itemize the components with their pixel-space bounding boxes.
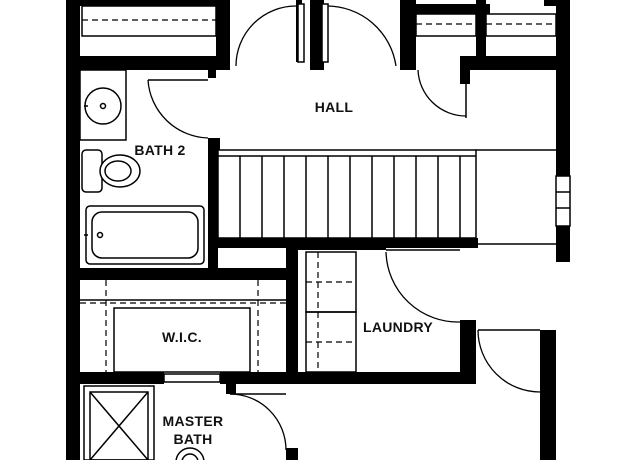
wic-shelf xyxy=(113,307,251,373)
wic-fixtures xyxy=(80,280,286,373)
room-labels: HALL BATH 2 W.I.C. LAUNDRY MASTER BATH xyxy=(134,99,433,447)
top-left-closet-shelf xyxy=(81,5,217,37)
masterbath-shower-inner xyxy=(89,391,149,460)
masterbath-shower-x2 xyxy=(89,391,149,460)
wall-top-middle xyxy=(310,0,324,70)
wall-wic-bottom xyxy=(80,372,164,384)
room-label-wic: W.I.C. xyxy=(162,329,202,345)
wall-top-right-closet-mid xyxy=(476,0,486,62)
walls xyxy=(66,0,570,460)
room-label-masterbath-line1: MASTER xyxy=(163,413,224,429)
stair-outline xyxy=(217,149,477,239)
door-hall-double-right xyxy=(325,5,397,67)
wall-laundry-right-top xyxy=(460,320,476,330)
wall-top-left-closet-bottom xyxy=(80,56,230,70)
wall-stair-bottom-right xyxy=(460,238,478,248)
wall-masterbath-right xyxy=(286,448,298,460)
room-label-hall: HALL xyxy=(315,99,354,115)
wall-top-right-closet-left xyxy=(400,0,416,70)
wall-top-right-corner xyxy=(544,0,556,6)
wall-top-right-closet-bottom xyxy=(460,56,556,70)
top-right-closet2-shelf xyxy=(485,13,557,37)
wall-laundry-right xyxy=(460,320,476,384)
masterbath-fixtures xyxy=(83,373,221,460)
laundry-fixtures xyxy=(305,251,357,373)
wall-top-right-closet-top xyxy=(400,4,490,14)
wall-bath2-bottom xyxy=(80,268,288,280)
room-label-laundry: LAUNDRY xyxy=(363,319,433,335)
bath2-tub-drain xyxy=(96,231,104,239)
door-hall-leaf-left xyxy=(297,3,305,63)
wall-top-left-closet xyxy=(80,0,230,6)
wall-wic-bottom-right xyxy=(220,372,298,384)
wall-top-stub xyxy=(208,60,216,78)
doors xyxy=(147,3,541,451)
wall-top-left-closet-right xyxy=(216,0,230,70)
door-laundry-swing xyxy=(385,251,461,323)
bath2-fixtures xyxy=(79,69,205,265)
wall-laundry-left xyxy=(286,244,298,384)
staircase xyxy=(217,149,571,245)
wall-masterbath-divider xyxy=(226,384,236,394)
wall-laundry-bottom xyxy=(286,372,460,384)
wall-top-right-stub xyxy=(460,56,470,84)
wall-bath2-right-upper xyxy=(208,138,218,270)
bath2-vanity xyxy=(79,69,127,141)
wall-laundry-top xyxy=(286,238,386,250)
bath2-toilet-seat xyxy=(104,160,132,182)
wall-bath2-top xyxy=(208,138,220,150)
wall-right-exterior-lower xyxy=(540,330,556,460)
door-masterbath-swing xyxy=(229,393,287,451)
masterbath-shower xyxy=(83,385,155,460)
door-top-right-closet-swing xyxy=(417,69,467,117)
bath2-toilet-tank xyxy=(81,149,103,193)
door-bath2-swing xyxy=(147,79,209,139)
bath2-sink-drain xyxy=(99,102,107,110)
top-right-closet-shelf xyxy=(415,13,477,37)
wall-left-exterior xyxy=(66,0,80,460)
masterbath-sink-inner xyxy=(181,453,199,460)
masterbath-wic-door-gap xyxy=(163,373,221,383)
bath2-tub-inner xyxy=(91,211,199,259)
top-closets xyxy=(81,5,557,37)
door-right-lower-swing xyxy=(477,329,541,393)
door-hall-double-left xyxy=(235,5,297,67)
room-label-masterbath-line2: BATH xyxy=(173,431,212,447)
room-label-bath2: BATH 2 xyxy=(134,142,185,158)
window-right-wall xyxy=(555,175,571,227)
door-hall-leaf-right xyxy=(321,3,329,63)
